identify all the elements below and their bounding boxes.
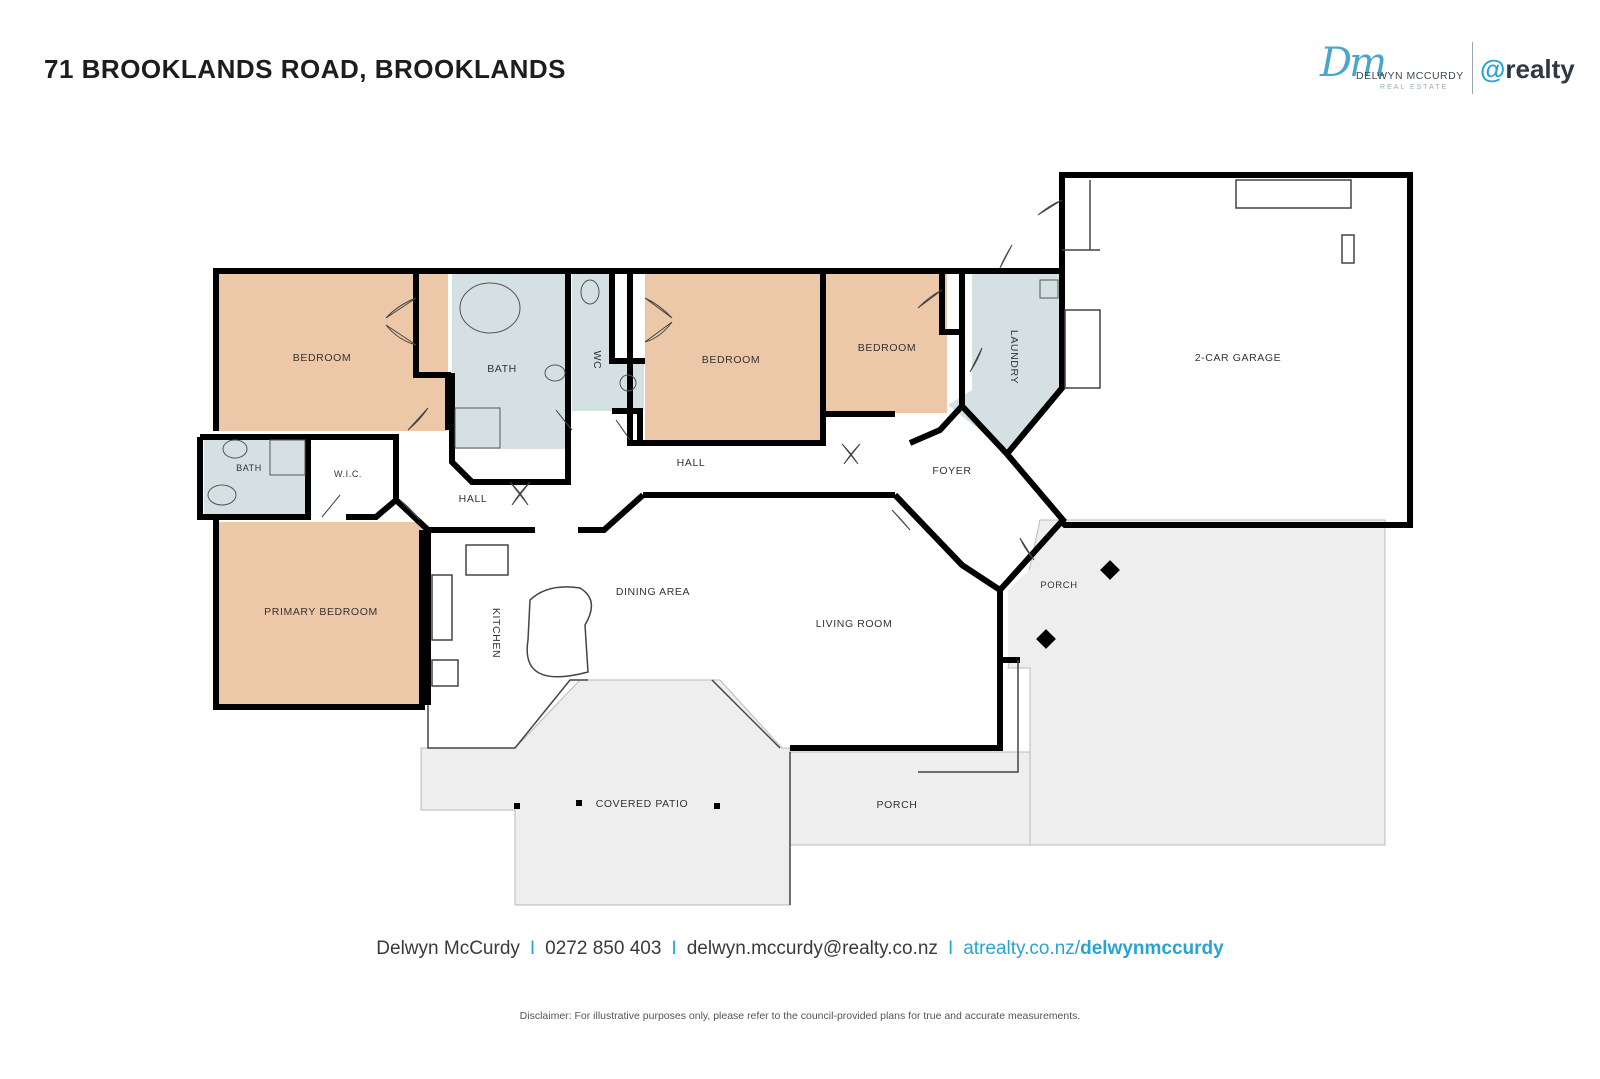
- property-title: 71 BROOKLANDS ROAD, BROOKLANDS: [44, 54, 567, 84]
- bedroom-2-fill: [645, 273, 823, 443]
- footer-separator: I: [529, 938, 536, 959]
- wc-fill: [572, 273, 612, 411]
- label-porch-rear: PORCH: [877, 799, 918, 811]
- logo-agent-name: DELWYN MCCURDY: [1356, 70, 1464, 82]
- bedroom-1-fill: [216, 273, 448, 431]
- label-bedroom-1: BEDROOM: [293, 352, 351, 364]
- website-prefix: atrealty.co.nz/: [963, 938, 1081, 959]
- realty-at: @: [1480, 54, 1506, 84]
- agency-logo[interactable]: Dm DELWYN MCCURDY REAL ESTATE @realty: [1300, 40, 1575, 100]
- label-covered-patio: COVERED PATIO: [596, 798, 689, 810]
- website-path: delwynmccurdy: [1080, 938, 1224, 959]
- label-porch-front: PORCH: [1040, 580, 1077, 591]
- bedroom-3-fill: [823, 273, 947, 413]
- label-bath-main: BATH: [487, 363, 517, 375]
- agent-email[interactable]: delwyn.mccurdy@realty.co.nz: [686, 938, 938, 959]
- label-dining-area: DINING AREA: [616, 586, 690, 598]
- front-porch-area: [1008, 530, 1120, 660]
- label-wic: W.I.C.: [334, 469, 362, 479]
- label-bedroom-3: BEDROOM: [858, 342, 916, 354]
- logo-divider: [1472, 42, 1473, 94]
- walls: [197, 172, 1413, 751]
- kitchen-island: [526, 586, 593, 678]
- label-wc: WC: [591, 351, 603, 370]
- logo-subtitle: REAL ESTATE: [1380, 84, 1449, 91]
- monogram-logo: Dm: [1320, 40, 1387, 86]
- bath-main-fill: [452, 273, 569, 449]
- disclaimer: Disclaimer: For illustrative purposes on…: [519, 1010, 1081, 1022]
- label-ensuite-bath: BATH: [236, 463, 262, 473]
- agent-phone[interactable]: 0272 850 403: [545, 938, 662, 959]
- ensuite-bath-fill: [204, 437, 308, 517]
- label-living-room: LIVING ROOM: [816, 618, 893, 630]
- label-garage: 2-CAR GARAGE: [1195, 352, 1282, 364]
- footer-separator: I: [671, 938, 677, 959]
- primary-bedroom-fill: [216, 522, 422, 707]
- label-laundry: LAUNDRY: [1008, 330, 1020, 384]
- agent-name: Delwyn McCurdy: [376, 938, 520, 959]
- label-bedroom-2: BEDROOM: [702, 354, 760, 366]
- thin-lines: [427, 179, 1355, 905]
- porch-posts: [514, 560, 1120, 809]
- label-foyer: FOYER: [932, 465, 971, 477]
- realty-word: realty: [1505, 54, 1575, 84]
- label-kitchen: KITCHEN: [490, 608, 502, 658]
- fixtures: [207, 279, 1059, 506]
- footer-separator: I: [947, 938, 954, 959]
- label-hall-left: HALL: [459, 493, 488, 505]
- realty-logo: @realty: [1480, 54, 1575, 85]
- label-hall-center: HALL: [677, 457, 706, 469]
- label-primary-bedroom: PRIMARY BEDROOM: [264, 606, 378, 618]
- agent-website[interactable]: atrealty.co.nz/delwynmccurdy: [963, 938, 1223, 959]
- floor-plan: BEDROOM BATH WC BEDROOM BEDROOM LAUNDRY …: [197, 172, 1413, 906]
- laundry-fill: [948, 273, 1062, 452]
- door-swings: [321, 199, 1063, 561]
- covered-patio-area: [420, 679, 791, 906]
